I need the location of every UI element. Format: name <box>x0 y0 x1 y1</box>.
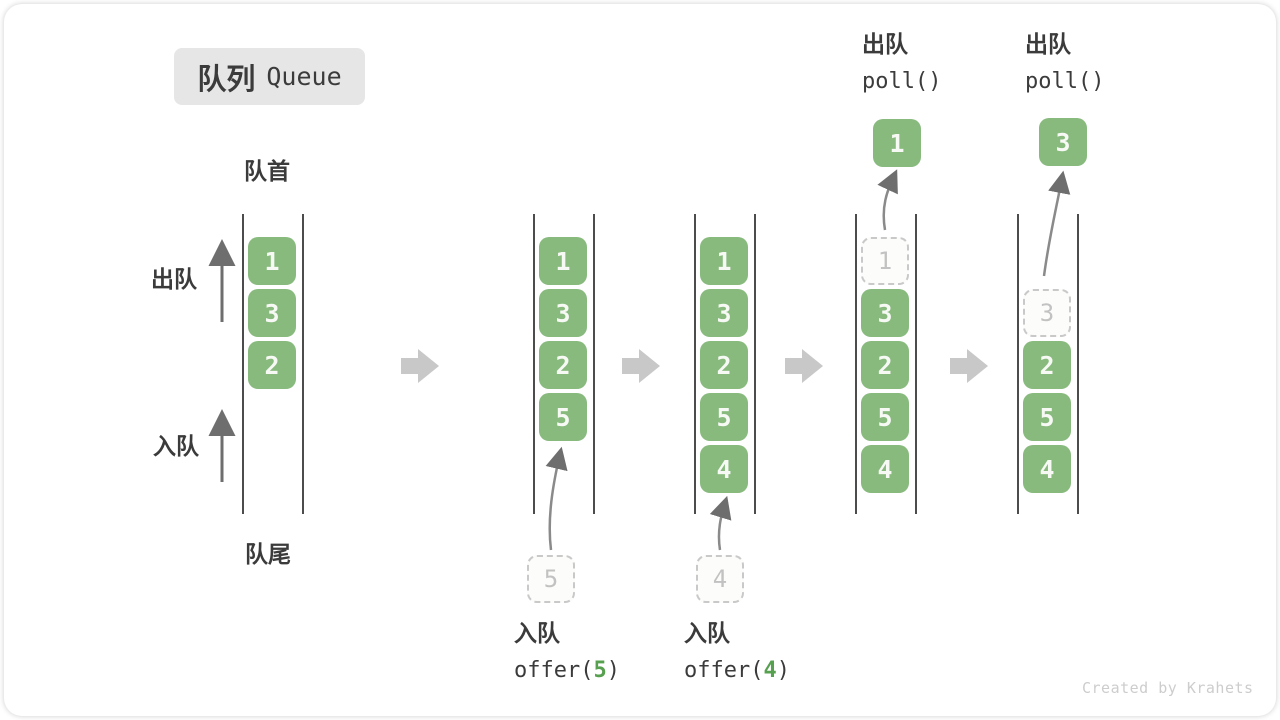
queue-cell: 2 <box>539 341 587 389</box>
offer-op-zh: 入队 <box>684 620 730 646</box>
offer-code-prefix: offer( <box>514 658 594 684</box>
poll-op-zh: 出队 <box>862 31 908 57</box>
queue-cell: 3 <box>539 289 587 337</box>
queue-wall <box>754 214 756 514</box>
queue-cell: 1 <box>539 237 587 285</box>
incoming-cell: 4 <box>696 555 744 603</box>
title-badge: 队列 Queue <box>174 48 365 105</box>
queue-cell: 4 <box>1023 445 1071 493</box>
enqueue-side-label: 入队 <box>153 433 199 459</box>
offer-op-label: 入队 offer(5) <box>514 620 620 683</box>
queue-cell: 2 <box>861 341 909 389</box>
next-step-arrow-icon <box>950 349 988 383</box>
offer-op-label: 入队 offer(4) <box>684 620 790 683</box>
poll-op-code: poll() <box>1025 69 1105 95</box>
watermark: Created by Krahets <box>1082 679 1254 697</box>
title-zh: 队列 <box>197 63 256 96</box>
queue-wall <box>694 214 696 514</box>
queue-wall <box>533 214 535 514</box>
queue-cell: 4 <box>700 445 748 493</box>
queue-cell: 2 <box>1023 341 1071 389</box>
popped-cell: 1 <box>873 119 921 167</box>
queue-cell: 4 <box>861 445 909 493</box>
removed-cell: 3 <box>1023 289 1071 337</box>
queue-cell: 3 <box>861 289 909 337</box>
queue-cell: 5 <box>1023 393 1071 441</box>
offer-code-suffix: ) <box>776 658 790 684</box>
popped-cell: 3 <box>1039 118 1087 166</box>
queue-wall <box>855 214 857 514</box>
queue-wall <box>915 214 917 514</box>
dequeue-side-label: 出队 <box>151 266 197 292</box>
arrows-layer <box>208 169 1071 551</box>
poll-1-arrow-icon <box>877 169 898 231</box>
next-step-arrow-icon <box>401 349 439 383</box>
queue-wall <box>1017 214 1019 514</box>
queue-wall <box>593 214 595 514</box>
queue-wall <box>302 214 304 514</box>
incoming-cell: 5 <box>527 555 575 603</box>
enqueue-4-arrow-icon <box>709 495 732 551</box>
queue-cell: 2 <box>700 341 748 389</box>
poll-op-code: poll() <box>862 69 942 95</box>
offer-op-zh: 入队 <box>514 620 560 646</box>
queue-cell: 1 <box>700 237 748 285</box>
front-label: 队首 <box>244 158 290 184</box>
queue-cell: 3 <box>700 289 748 337</box>
queue-cell: 2 <box>248 341 296 389</box>
queue-cell: 5 <box>700 393 748 441</box>
poll-op-zh: 出队 <box>1025 31 1071 57</box>
offer-code-prefix: offer( <box>684 658 764 684</box>
next-step-arrow-icon <box>785 349 823 383</box>
offer-op-code: offer(4) <box>684 659 790 683</box>
queue-wall <box>242 214 244 514</box>
poll-op-label: 出队 poll() <box>1025 31 1105 95</box>
poll-3-arrow-icon <box>1042 170 1071 277</box>
queue-cell: 1 <box>248 237 296 285</box>
queue-cell: 3 <box>248 289 296 337</box>
enqueue-5-arrow-icon <box>545 446 568 551</box>
offer-op-code: offer(5) <box>514 659 620 683</box>
offer-code-arg: 5 <box>593 658 607 684</box>
title-en: Queue <box>266 62 342 91</box>
queue-cell: 5 <box>539 393 587 441</box>
next-step-arrow-icon <box>622 349 660 383</box>
offer-code-suffix: ) <box>606 658 620 684</box>
rear-label: 队尾 <box>245 541 291 567</box>
queue-wall <box>1077 214 1079 514</box>
poll-op-label: 出队 poll() <box>862 31 942 95</box>
removed-cell: 1 <box>861 237 909 285</box>
queue-diagram-card: 队列 Queue 队首 队尾 出队 入队 1 3 <box>4 4 1276 716</box>
offer-code-arg: 4 <box>763 658 777 684</box>
queue-cell: 5 <box>861 393 909 441</box>
